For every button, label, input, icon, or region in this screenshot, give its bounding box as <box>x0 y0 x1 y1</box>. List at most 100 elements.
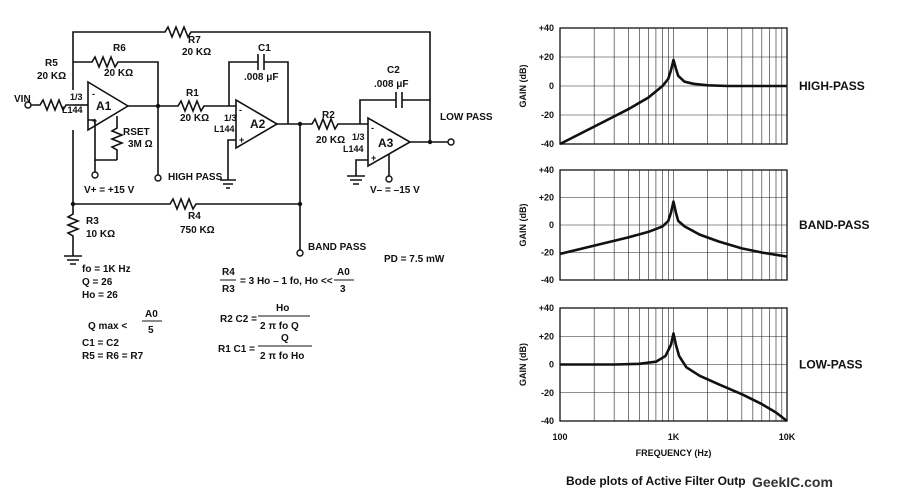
svg-text:Q: Q <box>281 333 289 344</box>
a1-opamp <box>87 80 130 132</box>
figure-caption: Bode plots of Active Filter Outp <box>566 474 746 488</box>
c1-capacitor <box>257 54 265 70</box>
plot-title: BAND-PASS <box>799 218 869 232</box>
svg-text:-: - <box>239 105 242 115</box>
r5-value: 20 KΩ <box>37 71 66 82</box>
vplus-label: V+ = +15 V <box>84 185 135 196</box>
vplus-terminal <box>91 171 99 179</box>
c1-wire <box>228 61 289 124</box>
y-tick-label: 0 <box>549 360 554 370</box>
r6-value: 20 KΩ <box>104 68 133 79</box>
r7-feedback <box>72 24 431 100</box>
svg-text:fo = 1K Hz: fo = 1K Hz <box>82 264 131 275</box>
svg-text:2 π fo Ho: 2 π fo Ho <box>260 351 304 362</box>
design-equations-left: fo = 1K Hz Q = 26 Ho = 26 Q max < A0 5 C… <box>82 264 162 362</box>
band-pass-label: BAND PASS <box>308 242 366 253</box>
svg-text:+: + <box>239 135 244 145</box>
vin-label: VIN <box>14 94 31 105</box>
svg-text:R4: R4 <box>222 267 235 278</box>
svg-text:A0: A0 <box>337 267 350 278</box>
r1-value: 20 KΩ <box>180 113 209 124</box>
c2-capacitor <box>395 92 403 108</box>
rset-value: 3M Ω <box>128 139 153 150</box>
svg-text:R2 C2 =: R2 C2 = <box>220 314 257 325</box>
a2-opamp <box>235 98 279 150</box>
r4-value: 750 KΩ <box>180 225 215 236</box>
r1-resistor <box>158 98 236 114</box>
y-tick-label: -40 <box>541 416 554 426</box>
band-pass-terminal <box>296 249 304 257</box>
a3-chip: L144 <box>343 144 364 154</box>
c2-name: C2 <box>387 65 400 76</box>
c1-value: .008 μF <box>244 72 278 83</box>
r7-value: 20 KΩ <box>182 47 211 58</box>
y-tick-label: +20 <box>539 331 554 341</box>
vminus-label: V– = –15 V <box>370 185 420 196</box>
design-equations-right: R4 R3 = 3 Ho – 1 fo, Ho << A0 3 R2 C2 = … <box>218 267 354 362</box>
r4-resistor <box>72 130 300 212</box>
y-tick-label: +40 <box>539 23 554 33</box>
svg-text:3: 3 <box>340 284 346 295</box>
svg-text:= 3 Ho – 1 fo, Ho <<: = 3 Ho – 1 fo, Ho << <box>240 276 333 287</box>
svg-text:C1 = C2: C1 = C2 <box>82 338 119 349</box>
r3-ground <box>64 255 82 265</box>
high-pass-label: HIGH PASS <box>168 172 223 183</box>
a2-name: A2 <box>250 117 266 131</box>
plot-title: HIGH-PASS <box>799 79 865 93</box>
y-tick-label: -20 <box>541 110 554 120</box>
svg-text:R1 C1 =: R1 C1 = <box>218 344 255 355</box>
rset-name: RSET <box>123 127 150 138</box>
svg-text:Ho: Ho <box>276 303 289 314</box>
y-axis-label: GAIN (dB) <box>518 343 528 386</box>
low-pass-terminal <box>447 138 455 146</box>
svg-text:-: - <box>92 89 95 99</box>
r4-name: R4 <box>188 211 201 222</box>
plot-frame <box>559 169 788 281</box>
svg-text:Q max <: Q max < <box>88 321 127 332</box>
y-axis-label: GAIN (dB) <box>518 65 528 108</box>
y-tick-label: 0 <box>549 220 554 230</box>
x-tick-label: 10K <box>779 432 796 442</box>
bode-plot-1: +40 +20 0 -20 -40 GAIN (dB) HIGH-PASS <box>518 23 865 149</box>
svg-text:5: 5 <box>148 325 154 336</box>
svg-text:A0: A0 <box>145 309 158 320</box>
svg-text:+: + <box>371 153 376 163</box>
response-curve <box>560 332 788 423</box>
a1-chip: L144 <box>62 105 83 115</box>
a2-ground <box>220 179 236 189</box>
a3-ground <box>347 175 365 185</box>
x-tick-label: 100 <box>552 432 567 442</box>
r3-value: 10 KΩ <box>86 229 115 240</box>
y-tick-label: +20 <box>539 52 554 62</box>
r5-resistor <box>31 97 73 113</box>
high-pass-terminal <box>154 174 162 182</box>
x-axis-label: FREQUENCY (Hz) <box>636 448 712 458</box>
y-tick-label: 0 <box>549 81 554 91</box>
svg-text:R3: R3 <box>222 284 235 295</box>
y-tick-label: -20 <box>541 388 554 398</box>
a3-name: A3 <box>378 136 394 150</box>
y-axis-label: GAIN (dB) <box>518 204 528 247</box>
y-tick-label: -20 <box>541 248 554 258</box>
y-tick-label: -40 <box>541 139 554 149</box>
a2-chip: L144 <box>214 124 235 134</box>
vminus-terminal <box>385 175 393 183</box>
low-pass-label: LOW PASS <box>440 112 493 123</box>
y-tick-label: +40 <box>539 165 554 175</box>
response-curve <box>559 200 788 258</box>
r3-resistor <box>65 204 81 256</box>
a3-part: 1/3 <box>352 132 365 142</box>
y-tick-label: -40 <box>541 275 554 285</box>
watermark: GeekIC.com <box>752 474 833 490</box>
r2-name: R2 <box>322 110 335 121</box>
svg-text:Q = 26: Q = 26 <box>82 277 113 288</box>
svg-text:Ho = 26: Ho = 26 <box>82 290 118 301</box>
svg-text:R5 = R6 = R7: R5 = R6 = R7 <box>82 351 144 362</box>
r2-value: 20 KΩ <box>316 135 345 146</box>
rset-resistor <box>88 119 125 161</box>
a1-name: A1 <box>96 99 112 113</box>
c1-name: C1 <box>258 43 271 54</box>
